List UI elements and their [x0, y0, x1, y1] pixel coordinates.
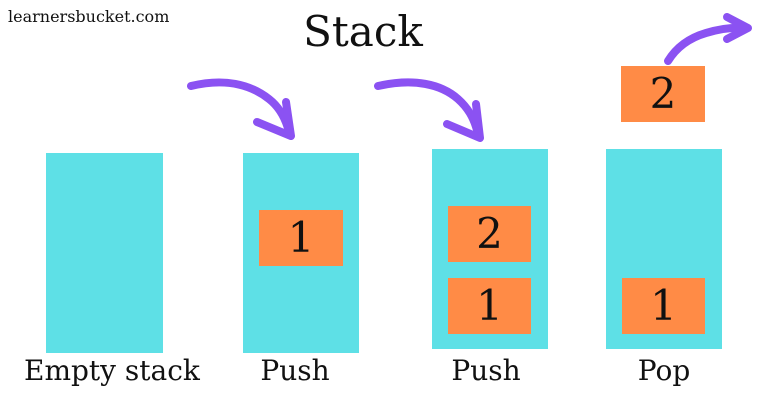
second-push-label: Push	[451, 354, 521, 387]
push-two-top-item: 2	[448, 206, 531, 262]
push-one-stack-item: 1	[259, 210, 343, 266]
push-two-bottom-item: 1	[448, 278, 531, 334]
pop-remaining-item: 1	[622, 278, 705, 334]
first-push-label: Push	[260, 354, 330, 387]
empty-stack-container	[46, 153, 163, 353]
pop-label: Pop	[637, 354, 691, 387]
first-push-arrow-icon	[187, 78, 295, 140]
watermark: learnersbucket.com	[8, 7, 170, 26]
popped-item: 2	[621, 66, 705, 122]
empty-stack-label: Empty stack	[24, 354, 200, 387]
diagram-title: Stack	[303, 7, 423, 56]
second-push-arrow-icon	[374, 78, 484, 142]
